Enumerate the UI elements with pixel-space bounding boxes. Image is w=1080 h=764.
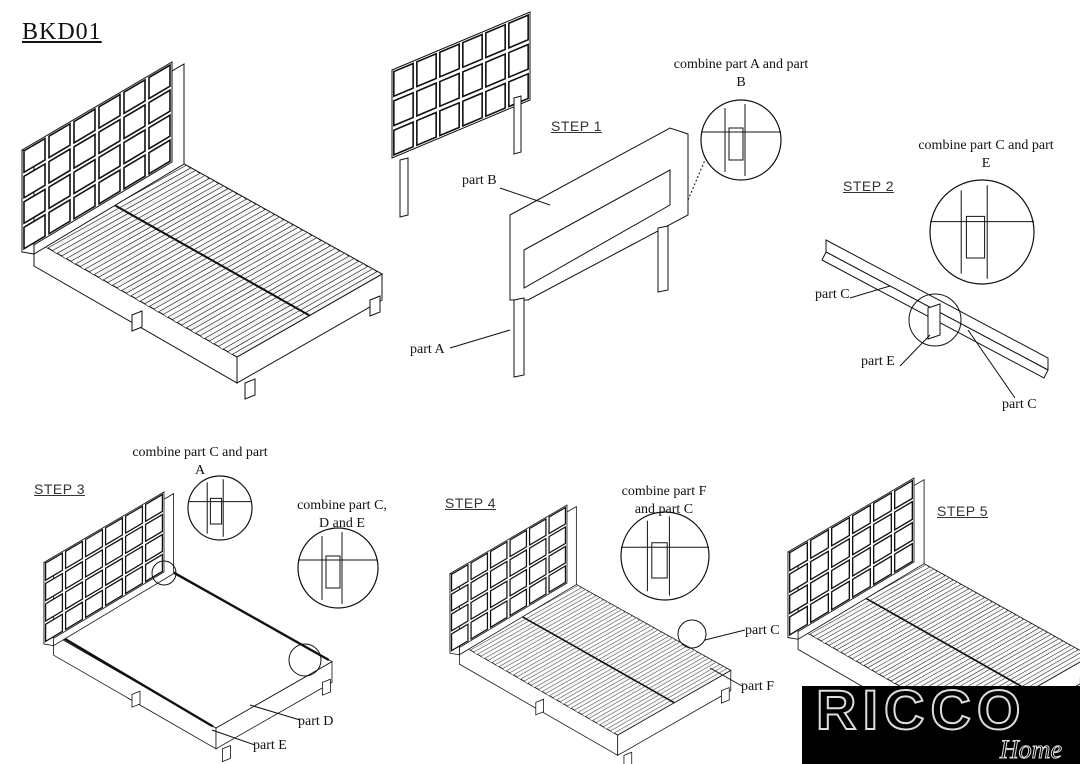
zoom-step1	[700, 99, 782, 181]
ricco-home-logo: RICCO Home	[802, 686, 1080, 764]
zoom-step3-b	[297, 527, 379, 609]
label-part-e: part E	[861, 354, 895, 369]
step-4-callout: combine part F and part C	[621, 484, 707, 517]
step-4-title: STEP 4	[445, 495, 496, 511]
label-part-d: part D	[298, 714, 334, 729]
label-part-f: part F	[741, 679, 775, 694]
step-2-callout: combine part C and part E	[918, 138, 1054, 171]
zoom-step2	[929, 179, 1035, 285]
label-part-c-1: part C	[815, 287, 850, 302]
logo-sub: Home	[999, 735, 1062, 764]
zoom-step4	[620, 511, 710, 601]
step-1-title: STEP 1	[551, 118, 602, 134]
step-3-title: STEP 3	[34, 481, 85, 497]
step-1-callout: combine part A and part B	[673, 57, 809, 90]
model-code: BKD01	[22, 19, 102, 45]
bed-assembled	[21, 61, 384, 400]
label-part-a: part A	[410, 342, 445, 357]
bed-step3	[43, 491, 333, 763]
label-part-c-2: part C	[1002, 397, 1037, 412]
step-5-title: STEP 5	[937, 503, 988, 519]
label-part-b: part B	[462, 173, 497, 188]
label-part-e-step3: part E	[253, 738, 287, 753]
step-2-title: STEP 2	[843, 178, 894, 194]
zoom-step3-a	[187, 475, 253, 541]
step-3-callout-2: combine part C, D and E	[297, 498, 387, 531]
step-2-drawing	[821, 239, 1049, 399]
label-part-c-step4: part C	[745, 623, 780, 638]
step-1-drawing	[391, 11, 706, 378]
logo-brand: RICCO	[815, 686, 1027, 741]
bed-step4	[449, 504, 732, 764]
step-3-callout-1: combine part C and part A	[132, 445, 268, 478]
